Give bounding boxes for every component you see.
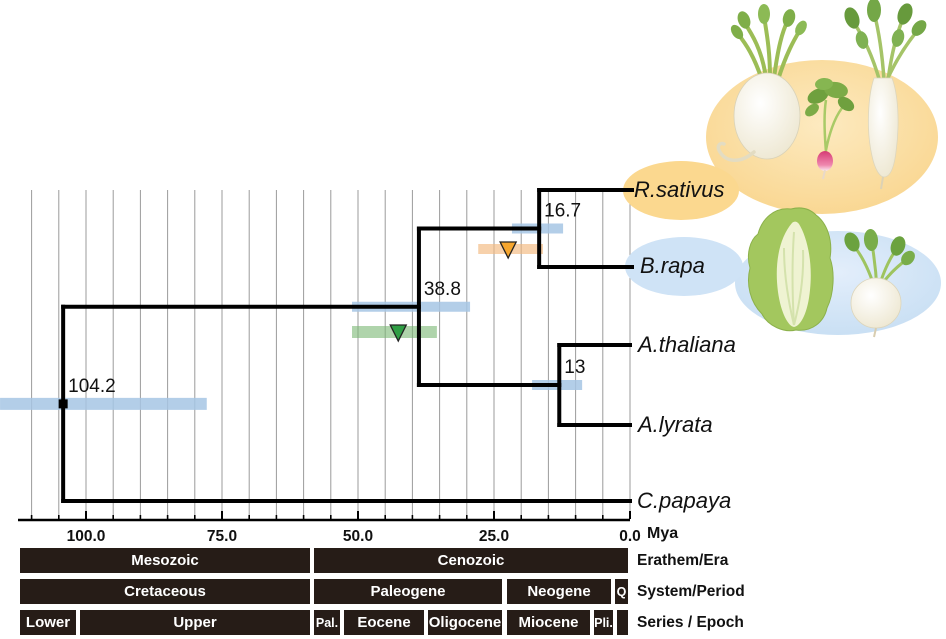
root-node-marker [58, 399, 68, 409]
geo-block-Eocene: Eocene [344, 610, 424, 635]
axis-tick-label-75.0: 75.0 [207, 528, 237, 545]
r-sativus-tip-branch [616, 188, 634, 192]
b-rapa-label-ellipse [625, 237, 743, 296]
geo-block-Pli.: Pli. [594, 610, 613, 635]
daikon-leaf [844, 7, 860, 29]
species-label-r-sativus: R.sativus [634, 177, 725, 202]
node-age-labels: 16.7 13 38.8 104.2 [68, 201, 585, 397]
pink-radish-leaf [805, 103, 819, 117]
pink-radish-stem [823, 99, 828, 153]
turnip-leaf [844, 232, 860, 252]
r-sativus-label-ellipse [623, 161, 739, 220]
radish-leaf [730, 24, 744, 40]
node-age-label-104.2: 104.2 [68, 376, 116, 397]
geo-row-label-system-period: System/Period [637, 583, 745, 600]
vegetable-art-layer [706, 0, 941, 338]
species-label-a-thaliana: A.thaliana [638, 332, 736, 357]
daikon-leaf [867, 0, 881, 22]
axis-tick-label-25.0: 25.0 [479, 528, 509, 545]
radish-bulb [733, 72, 801, 160]
geo-block-Cenozoic: Cenozoic [314, 548, 628, 573]
axis-tick-label-50.0: 50.0 [343, 528, 373, 545]
pink-radish-leaf [815, 77, 833, 91]
pink-radish-root [822, 169, 826, 180]
node-age-label-13: 13 [564, 357, 585, 378]
hpd-bar-104.2 [0, 397, 207, 410]
orange-calibration-marker-icon [499, 241, 518, 260]
geo-block-Pal.: Pal. [314, 610, 340, 635]
geo-block-Miocene: Miocene [507, 610, 590, 635]
species-label-b-rapa: B.rapa [640, 253, 705, 278]
turnip-leaf [863, 229, 879, 251]
napa-cabbage-illustration [747, 207, 834, 332]
pink-radish-leaf [837, 96, 855, 112]
geo-block-Lower: Lower [20, 610, 76, 635]
species-label-a-lyrata: A.lyrata [638, 412, 713, 437]
tree-chart-layer: 16.7 13 38.8 104.2 100.0 75.0 50.0 25.0 0.0 [0, 188, 641, 545]
radish-leaf [795, 20, 807, 36]
geo-block-Q: Q [615, 579, 628, 604]
b-rapa-tip-branch [616, 265, 634, 269]
pink-radish-stem [824, 107, 844, 151]
geo-block-Paleogene: Paleogene [314, 579, 502, 604]
turnip-leaf [890, 236, 906, 256]
daikon-root-tip [880, 176, 884, 190]
species-label-c-papaya: C.papaya [637, 488, 732, 513]
daikon-radish-illustration [844, 0, 927, 190]
geo-row-label-erathem-era: Erathem/Era [637, 552, 729, 569]
pink-radish-illustration [805, 77, 855, 180]
cabbage-vein [783, 247, 795, 326]
green-calibration-marker-icon [389, 324, 408, 343]
axis-tick-label-0.0: 0.0 [619, 528, 641, 545]
radish-leaf [758, 4, 770, 24]
pink-radish-bulb [817, 151, 833, 171]
white-turnip-illustration [844, 229, 915, 338]
radish-root-tail [716, 141, 756, 162]
geo-block-Oligocene: Oligocene [428, 610, 502, 635]
axis-tick-label-100.0: 100.0 [67, 528, 106, 545]
time-axis: 100.0 75.0 50.0 25.0 0.0 [18, 511, 641, 545]
radish-stem [736, 32, 764, 82]
daikon-leaf [897, 3, 913, 25]
turnip-root [873, 327, 877, 338]
white-round-radish-illustration [716, 4, 807, 162]
geo-block-Neogene: Neogene [507, 579, 611, 604]
daikon-leaf [855, 31, 869, 49]
pink-radish-leaf [807, 88, 829, 104]
cabbage-inner-heart [776, 221, 811, 327]
axis-unit-label: Mya [647, 525, 679, 542]
geo-block-Upper: Upper [80, 610, 310, 635]
geo-row-label-series-epoch: Series / Epoch [637, 614, 744, 631]
tree-branches [58, 188, 632, 503]
radish-leaf [782, 9, 796, 27]
cabbage-vein [793, 249, 805, 326]
node-age-label-16.7: 16.7 [544, 201, 581, 222]
radish-leaf [737, 11, 751, 29]
daikon-root [867, 77, 899, 178]
geo-block-Mesozoic: Mesozoic [20, 548, 310, 573]
cabbage-vein [791, 231, 795, 326]
geo-block-Cretaceous: Cretaceous [20, 579, 310, 604]
node-age-label-38.8: 38.8 [424, 279, 461, 300]
turnip-leaf [901, 250, 915, 266]
turnip-bulb [850, 277, 902, 329]
daikon-leaf [911, 20, 927, 36]
daikon-leaf [891, 29, 905, 47]
geo-block-quaternary-epoch [617, 610, 628, 635]
